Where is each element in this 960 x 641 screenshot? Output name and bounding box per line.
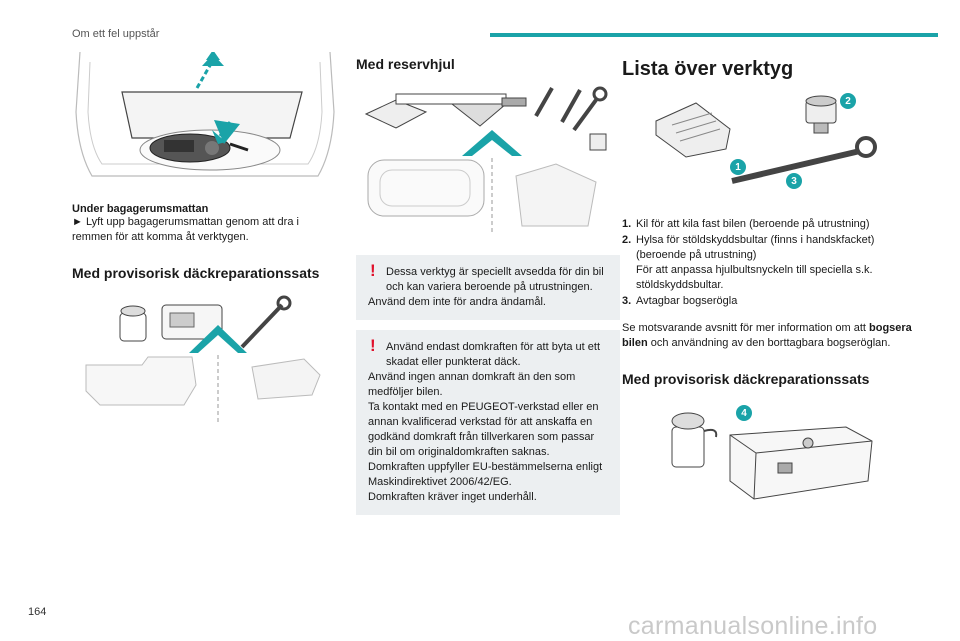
column-left: Under bagagerumsmattan ► Lyft upp bagage… [72, 50, 338, 440]
spare-wheel-illustration [356, 86, 620, 241]
repair-kit-illustration-left [72, 295, 338, 440]
warning-icon: ! [370, 336, 376, 355]
trunk-subheading: Under bagagerumsmattan [72, 203, 209, 215]
header-section-title: Om ett fel uppstår [72, 28, 160, 40]
repair-kit-heading-left: Med provisorisk däckreparationssats [72, 265, 320, 281]
warning-jack-rest4: Domkraften kräver inget underhåll. [368, 491, 537, 503]
warning-jack-rest3: Domkraften uppfyller EU-bestämmelserna e… [368, 461, 603, 488]
warning-jack-rest1: Använd ingen annan domkraft än den som m… [368, 371, 576, 398]
trunk-illustration [72, 50, 338, 197]
list-item: 3.Avtagbar bogserögla [622, 295, 738, 307]
column-right: Lista över verktyg 1 2 3 1.Kil för att k… [622, 52, 912, 511]
tool-list: 1.Kil för att kila fast bilen (beroende … [622, 217, 912, 309]
warning-box-tools: ! Dessa verktyg är speciellt avsedda för… [356, 255, 620, 320]
warning-jack-text: Använd endast domkraften för att byta ut… [386, 341, 601, 368]
repair-kit-illustration-right: 4 [622, 401, 912, 511]
warning-box-jack: ! Använd endast domkraften för att byta … [356, 330, 620, 515]
tool-list-title: Lista över verktyg [622, 58, 794, 80]
towing-link-text: bogsera bilen [622, 322, 912, 349]
arrow-bullet-icon: ► [72, 216, 83, 228]
list-item: 2.Hylsa för stöldskyddsbultar (finns i h… [622, 234, 875, 291]
callout-badge-1: 1 [730, 159, 746, 175]
warning-icon: ! [370, 261, 376, 280]
trunk-instruction: ► Lyft upp bagagerumsmattan genom att dr… [72, 215, 338, 245]
repair-kit-heading-right: Med provisorisk däckreparationssats [622, 371, 870, 387]
trunk-instruction-text: Lyft upp bagagerumsmattan genom att dra … [72, 216, 299, 243]
list-item: 1.Kil för att kila fast bilen (beroende … [622, 218, 870, 230]
warning-tools-rest: Använd dem inte för andra ändamål. [368, 296, 546, 308]
page-number: 164 [28, 606, 47, 618]
callout-badge-2: 2 [840, 93, 856, 109]
header-accent-bar [490, 33, 938, 37]
watermark: carmanualsonline.info [628, 612, 878, 640]
spare-wheel-heading: Med reservhjul [356, 56, 455, 72]
warning-jack-rest2: Ta kontakt med en PEUGEOT-verkstad eller… [368, 401, 599, 458]
towing-reference: Se motsvarande avsnitt för mer informati… [622, 322, 912, 349]
column-middle: Med reservhjul ! Dessa verktyg är specie… [356, 52, 620, 525]
warning-tools-text: Dessa verktyg är speciellt avsedda för d… [386, 266, 604, 293]
callout-badge-3: 3 [786, 173, 802, 189]
callout-badge-4: 4 [736, 405, 752, 421]
tool-list-illustration: 1 2 3 [622, 91, 912, 203]
